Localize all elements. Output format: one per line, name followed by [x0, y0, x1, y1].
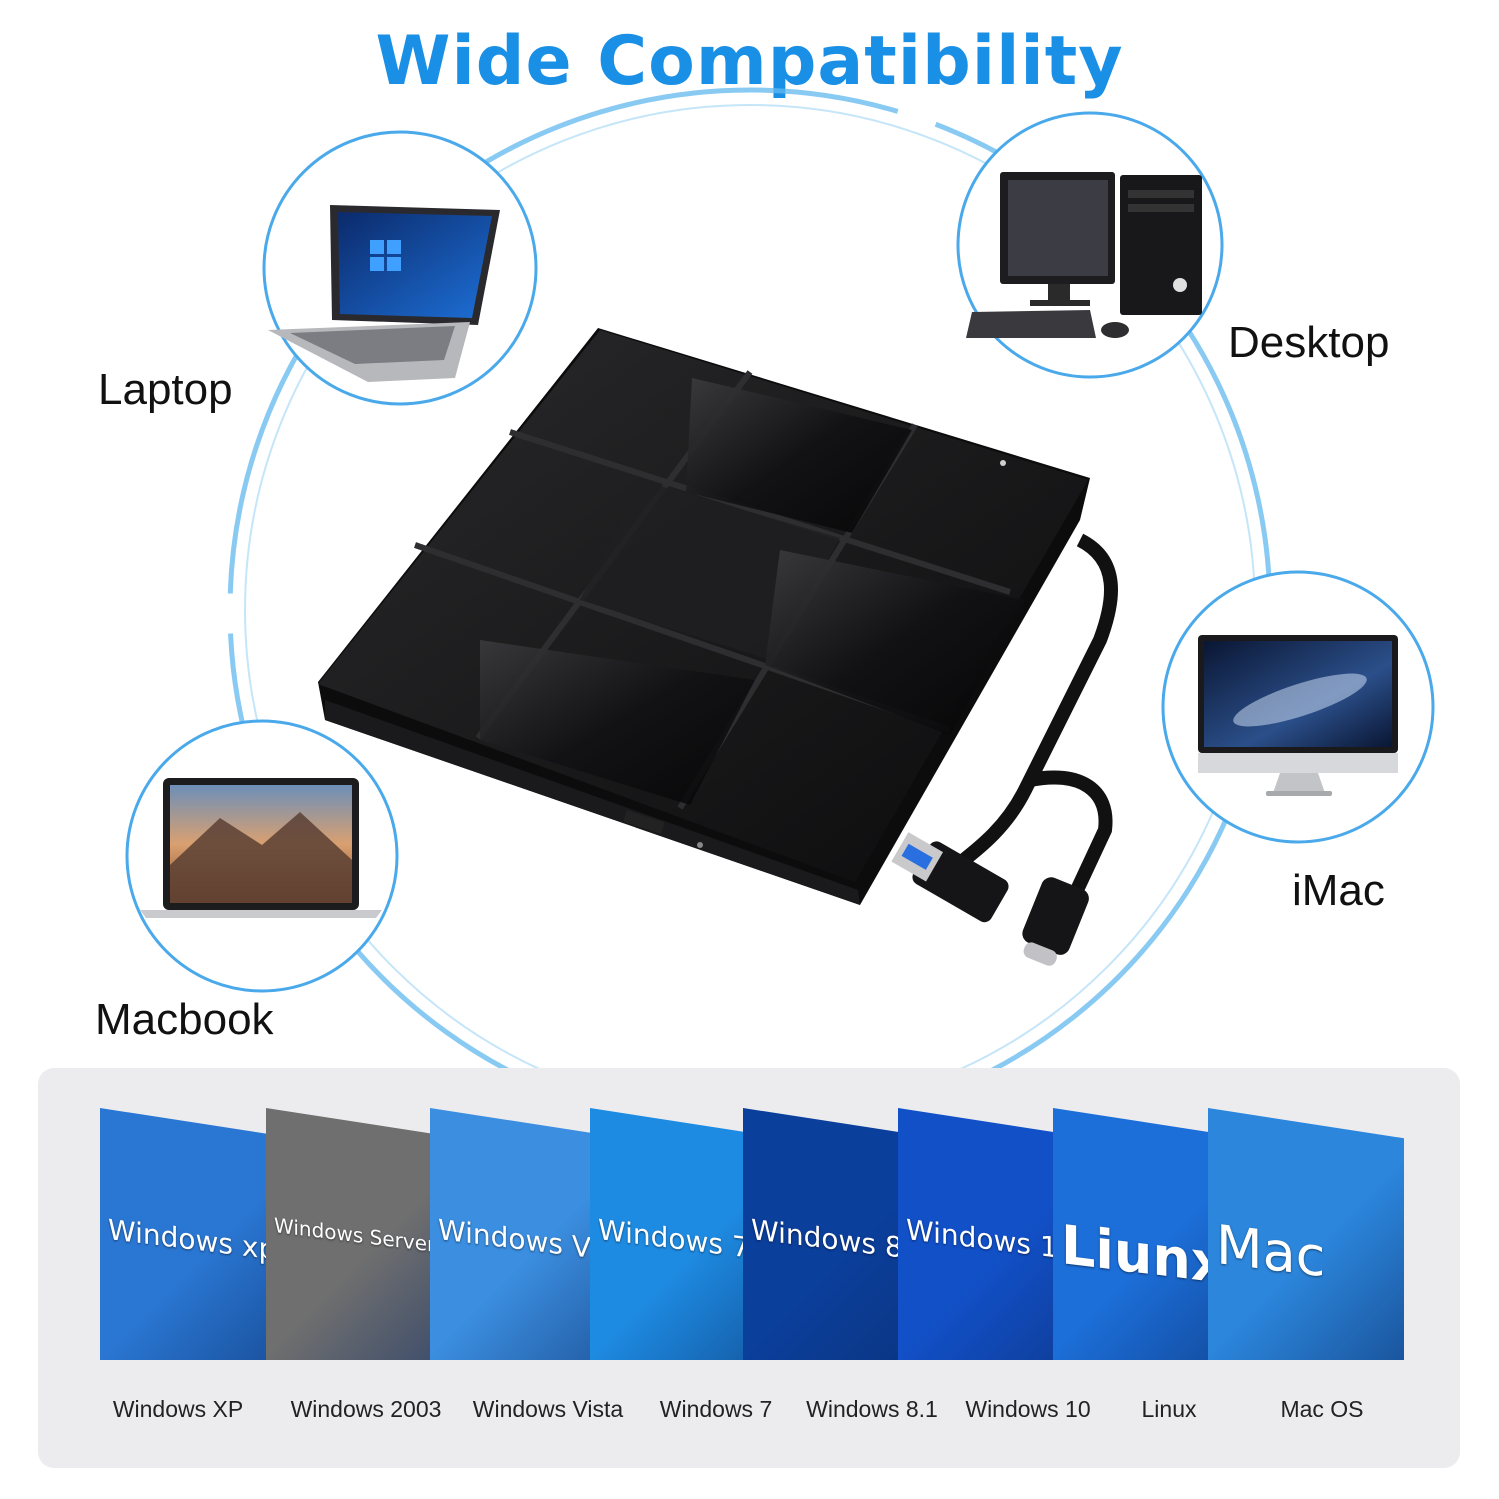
- os-label-windows-vista: Windows Vista: [472, 1396, 624, 1422]
- windows-xp-logo-icon: Windows xp: [108, 1212, 277, 1267]
- os-tile-windows-2003: Windows Server 2003: [266, 1108, 462, 1360]
- imac-icon: [1198, 635, 1398, 796]
- os-compatibility-panel: Windows xp Windows Server 2003 Windows V…: [38, 1068, 1460, 1468]
- external-optical-drive: [318, 328, 1119, 966]
- usb-c-plug-icon: [1022, 877, 1089, 966]
- macbook-bubble: [125, 719, 399, 993]
- imac-bubble: [1161, 570, 1435, 844]
- os-label-windows-81: Windows 8.1: [806, 1396, 938, 1422]
- desktop-label: Desktop: [1228, 318, 1390, 367]
- eject-button: [623, 810, 665, 834]
- os-label-windows-10: Windows 10: [965, 1396, 1091, 1422]
- macbook-icon: [140, 778, 382, 918]
- macbook-label: Macbook: [95, 995, 274, 1044]
- laptop-bubble: [262, 130, 538, 406]
- os-tile-windows-xp: Windows xp: [100, 1108, 296, 1360]
- desktop-pc-icon: [966, 172, 1202, 338]
- os-label-linux: Linux: [1141, 1396, 1197, 1422]
- imac-label: iMac: [1292, 866, 1385, 915]
- os-label-windows-xp: Windows XP: [112, 1396, 244, 1422]
- os-tile-mac-os: Mac: [1208, 1108, 1404, 1360]
- desktop-bubble: [956, 111, 1224, 379]
- os-label-mac-os: Mac OS: [1280, 1396, 1364, 1422]
- windows-server-logo-icon: Windows Server 2003: [274, 1212, 462, 1264]
- laptop-icon: [268, 205, 500, 382]
- apple-logo-icon: Mac: [1216, 1212, 1326, 1290]
- os-label-windows-7: Windows 7: [659, 1396, 773, 1422]
- usb-a-plug-icon: [891, 832, 1009, 923]
- compatibility-diagram: [125, 87, 1435, 1070]
- os-label-windows-2003: Windows 2003: [290, 1396, 442, 1422]
- laptop-label: Laptop: [98, 365, 233, 414]
